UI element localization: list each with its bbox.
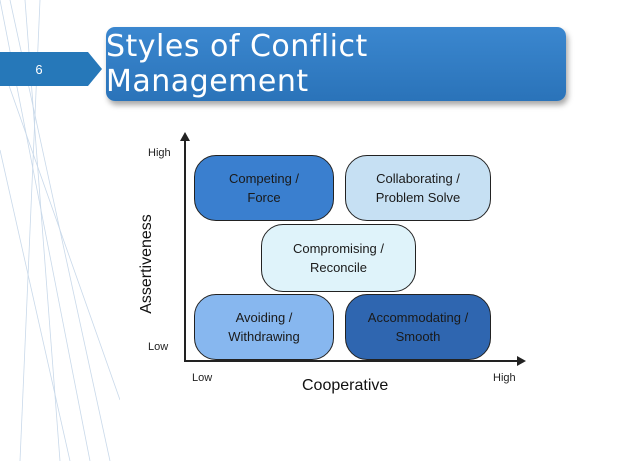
x-high-label: High <box>493 372 516 384</box>
competing-box: Competing / Force <box>194 155 334 221</box>
accommodating-box: Accommodating / Smooth <box>345 294 491 360</box>
collaborating-label: Collaborating / Problem Solve <box>375 171 461 205</box>
avoiding-label: Avoiding / Withdrawing <box>228 310 300 344</box>
x-axis-arrow <box>517 356 526 366</box>
accommodating-label: Accommodating / Smooth <box>367 310 469 344</box>
y-axis-arrow <box>180 132 190 141</box>
x-axis-title: Cooperative <box>302 377 389 394</box>
x-axis <box>184 360 517 362</box>
y-axis <box>184 138 186 362</box>
y-axis-title: Assertiveness <box>138 214 155 314</box>
compromising-box: Compromising / Reconcile <box>261 224 416 292</box>
slide-number-arrow <box>88 52 102 86</box>
y-low-label: Low <box>148 341 169 353</box>
slide-title: Styles of Conflict Management <box>106 27 566 101</box>
competing-label: Competing / Force <box>228 171 300 205</box>
y-high-label: High <box>148 147 171 159</box>
collaborating-box: Collaborating / Problem Solve <box>345 155 491 221</box>
x-low-label: Low <box>192 372 213 384</box>
slide-number: 6 <box>0 52 88 86</box>
avoiding-box: Avoiding / Withdrawing <box>194 294 334 360</box>
compromising-label: Compromising / Reconcile <box>292 241 385 275</box>
